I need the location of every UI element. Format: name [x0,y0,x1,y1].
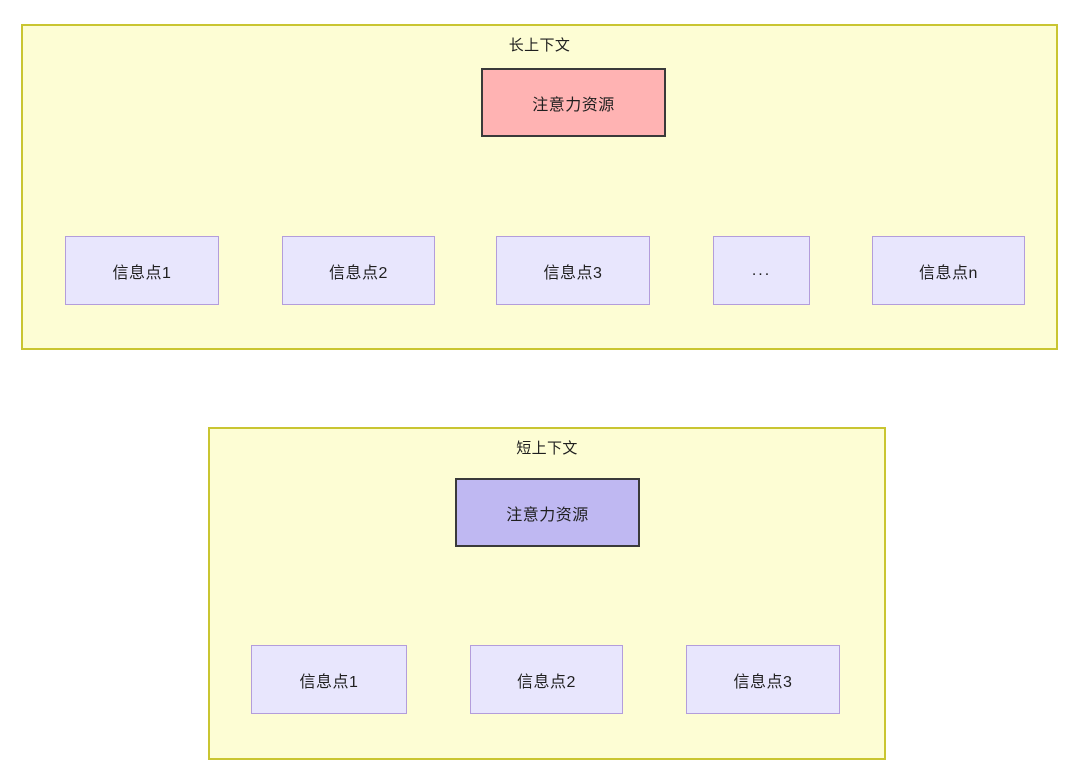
node-info-point-short-1[interactable]: 信息点1 [251,645,407,714]
node-label: 信息点n [919,264,978,282]
node-label: 注意力资源 [506,506,589,524]
group-short-context-title: 短上下文 [516,440,578,457]
node-info-point-long-ellipsis[interactable]: ... [713,236,810,305]
node-info-point-long-3[interactable]: 信息点3 [496,236,650,305]
node-info-point-long-n[interactable]: 信息点n [872,236,1025,305]
node-label: ... [751,261,772,279]
node-label: 信息点1 [112,264,172,282]
node-label: 信息点1 [299,673,359,691]
node-label: 信息点2 [517,673,576,691]
node-label: 信息点3 [733,673,793,691]
node-info-point-short-2[interactable]: 信息点2 [470,645,623,714]
node-label: 注意力资源 [532,96,615,114]
node-attention-resource-short[interactable]: 注意力资源 [455,478,640,547]
node-info-point-short-3[interactable]: 信息点3 [686,645,840,714]
node-label: 信息点2 [329,264,388,282]
node-label: 信息点3 [543,264,603,282]
node-info-point-long-2[interactable]: 信息点2 [282,236,435,305]
group-long-context-title: 长上下文 [508,37,571,54]
node-attention-resource-long[interactable]: 注意力资源 [481,68,666,137]
node-info-point-long-1[interactable]: 信息点1 [65,236,219,305]
